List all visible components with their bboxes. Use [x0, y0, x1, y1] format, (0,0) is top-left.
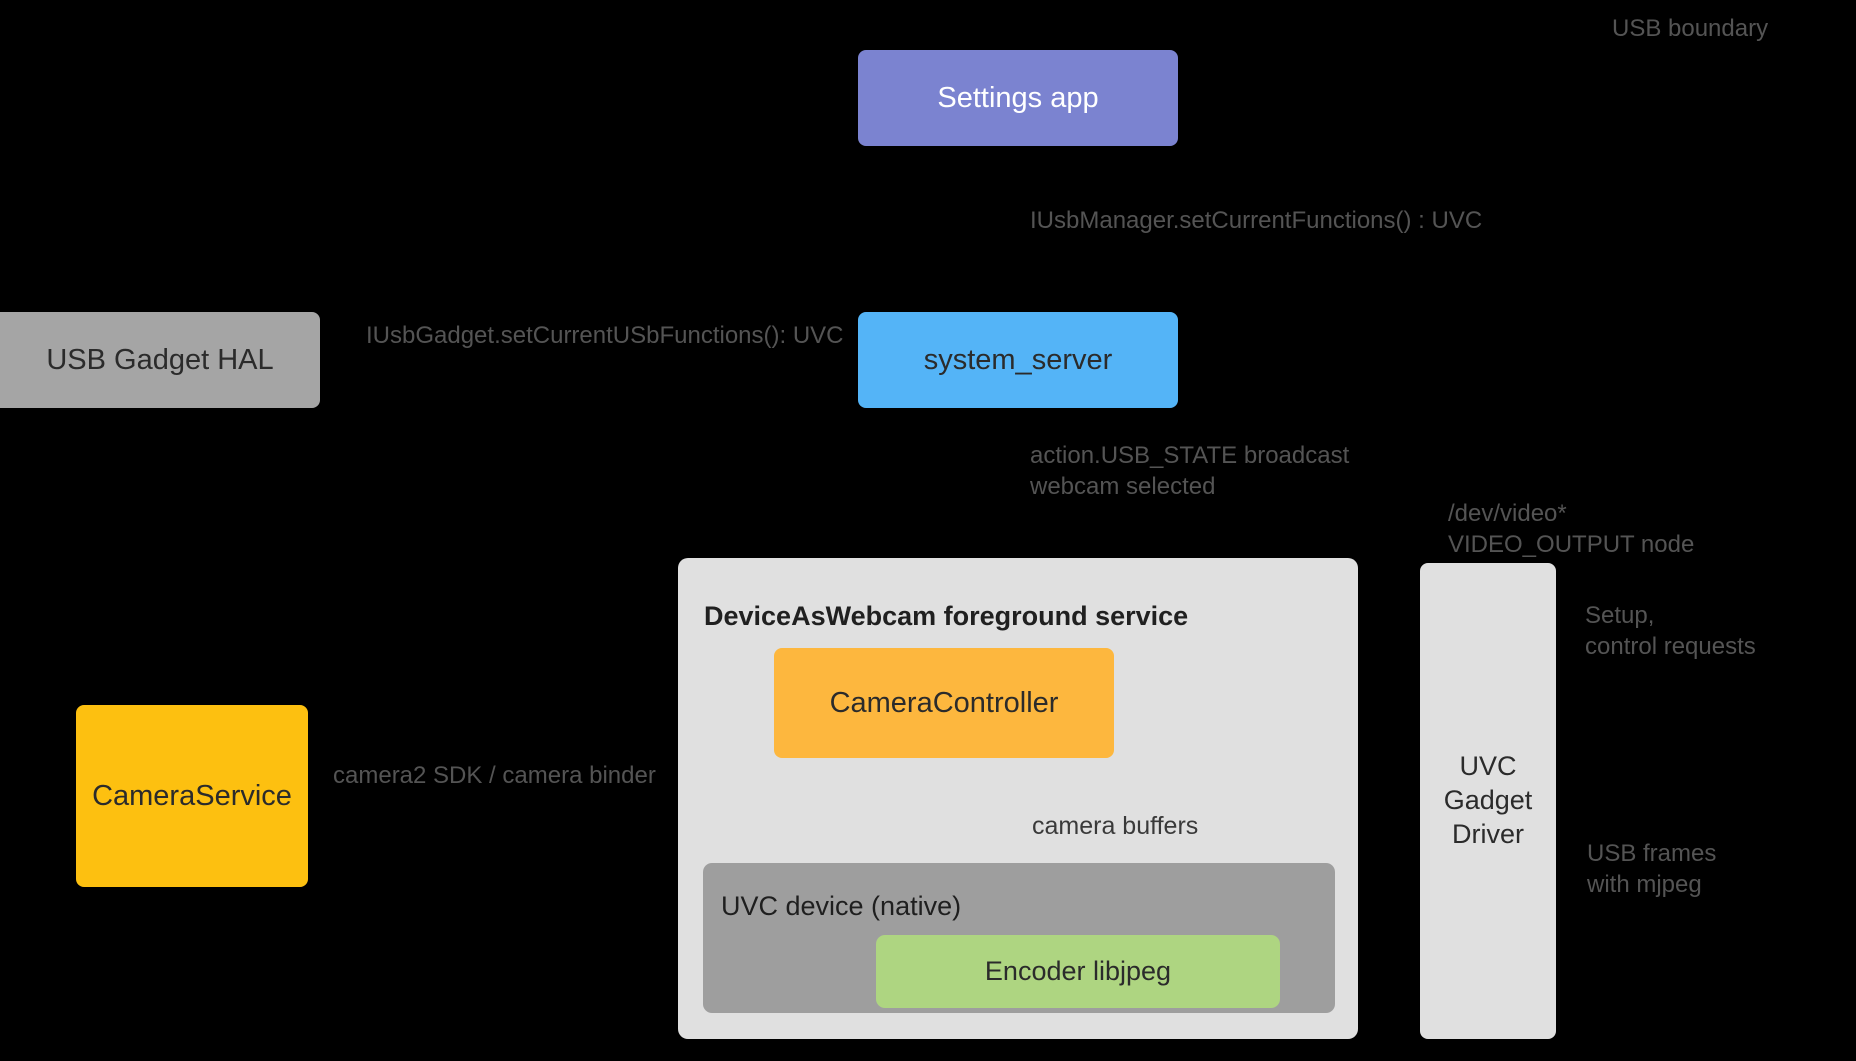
node-settings-app[interactable]: Settings app	[858, 50, 1178, 146]
node-encoder-libjpeg[interactable]: Encoder libjpeg	[876, 935, 1280, 1008]
node-uvc-gadget-driver[interactable]: UVC Gadget Driver	[1420, 563, 1556, 1039]
label-iusbmanager-setcurrentfunctions: IUsbManager.setCurrentFunctions() : UVC	[1030, 207, 1483, 234]
label-setup-control-requests: Setup, control requests	[1585, 602, 1756, 661]
label-camera2-sdk-binder: camera2 SDK / camera binder	[333, 762, 656, 789]
node-uvc-gadget-driver-label: UVC Gadget Driver	[1443, 751, 1533, 849]
label-usb-frames-mjpeg: USB frames with mjpeg	[1587, 840, 1717, 899]
label-camera-buffers: camera buffers	[1032, 812, 1199, 840]
label-iusbgadget-setcurrentusbfunctions: IUsbGadget.setCurrentUSbFunctions(): UVC	[366, 322, 844, 349]
node-system-server-label: system_server	[923, 343, 1113, 376]
label-usb-state-broadcast: action.USB_STATE broadcast webcam select…	[1030, 442, 1350, 501]
node-camera-controller[interactable]: CameraController	[774, 648, 1114, 758]
node-deviceaswebcam-service-title: DeviceAsWebcam foreground service	[704, 601, 1189, 631]
node-camera-service[interactable]: CameraService	[76, 705, 308, 887]
node-camera-controller-label: CameraController	[829, 686, 1059, 719]
label-dev-video-node: /dev/video* VIDEO_OUTPUT node	[1448, 500, 1695, 559]
label-usb-boundary: USB boundary	[1612, 15, 1769, 42]
node-uvc-device-native-title: UVC device (native)	[721, 891, 962, 921]
node-usb-gadget-hal[interactable]: USB Gadget HAL	[0, 312, 320, 408]
node-system-server[interactable]: system_server	[858, 312, 1178, 408]
node-settings-app-label: Settings app	[937, 81, 1099, 114]
node-usb-gadget-hal-label: USB Gadget HAL	[46, 343, 274, 376]
node-encoder-libjpeg-label: Encoder libjpeg	[984, 955, 1172, 986]
node-camera-service-label: CameraService	[92, 779, 292, 812]
